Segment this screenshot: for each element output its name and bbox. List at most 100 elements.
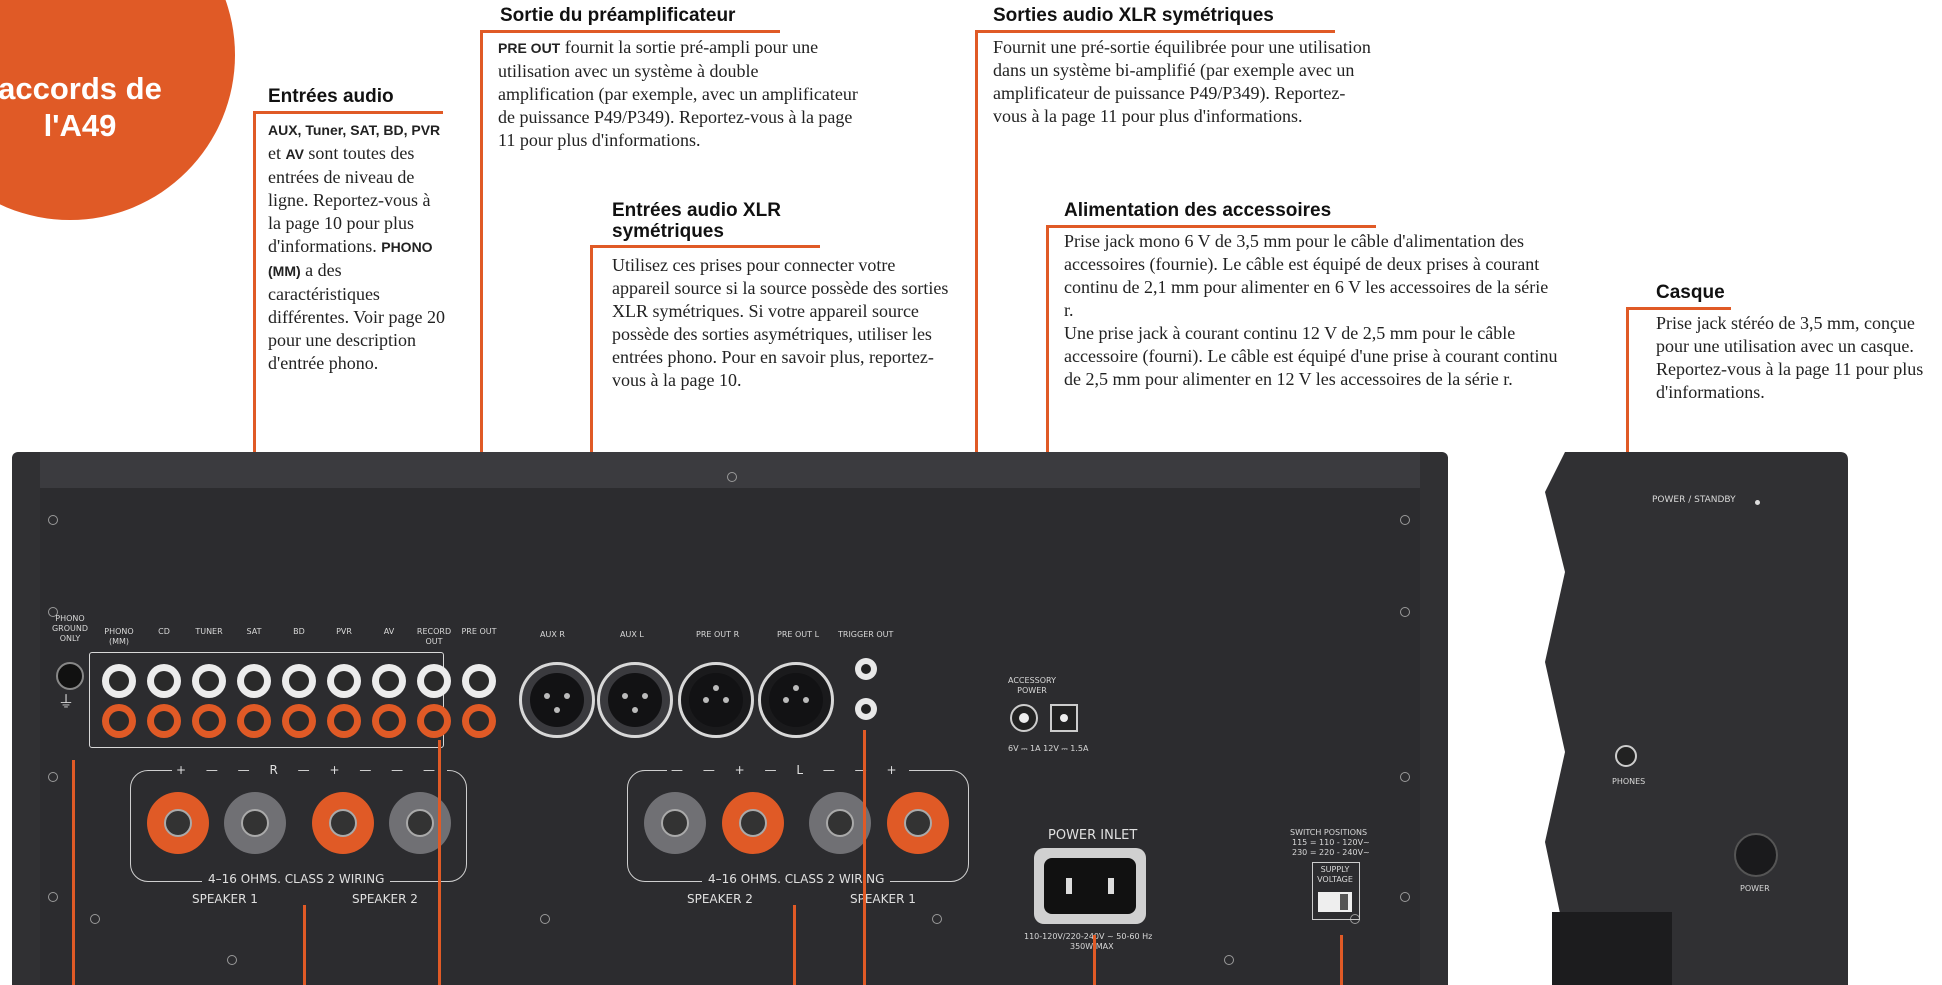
speaker-post-red[interactable] <box>147 792 209 854</box>
power-spec-2: 350W MAX <box>1070 942 1114 951</box>
supply-voltage-box <box>1312 862 1360 920</box>
speaker-post-grey[interactable] <box>224 792 286 854</box>
xlr-pre-out-l[interactable] <box>758 662 834 738</box>
xlr-in-heading-2: symétriques <box>612 221 724 242</box>
rca-group-box <box>89 652 444 748</box>
rca-jack-white[interactable] <box>327 664 361 698</box>
rca-input-label: PHONO (MM) <box>104 627 134 646</box>
xlr-aux-r[interactable] <box>519 662 595 738</box>
rca-jack-red[interactable] <box>192 704 226 738</box>
leader-entrees-audio <box>253 111 256 581</box>
speaker-right-wiring: 4–16 OHMS. CLASS 2 WIRING <box>202 872 391 886</box>
rca-jack-white[interactable] <box>102 664 136 698</box>
speaker-post-grey[interactable] <box>809 792 871 854</box>
speaker-post-red[interactable] <box>722 792 784 854</box>
preampli-text: fournit la sortie pré-ampli pour une uti… <box>498 37 858 150</box>
screw-icon <box>48 607 58 617</box>
power-inlet-socket[interactable] <box>1034 848 1146 924</box>
accessory-jack-12v[interactable] <box>1050 704 1078 732</box>
leader-xlr-out <box>975 30 978 513</box>
leader-supply <box>1340 935 1343 985</box>
rca-jack-red[interactable] <box>102 704 136 738</box>
heading-casque: Casque <box>1656 282 1725 303</box>
screw-icon <box>48 772 58 782</box>
preampli-description: PRE OUT fournit la sortie pré-ampli pour… <box>498 36 858 152</box>
trigger-out-jack-2[interactable] <box>855 698 877 720</box>
screw-icon <box>727 472 737 482</box>
xlr-in-description: Utilisez ces prises pour connecter votre… <box>612 255 949 390</box>
rca-jack-white[interactable] <box>462 664 496 698</box>
heading-underline <box>1046 225 1376 228</box>
rca-input-label: TUNER <box>195 627 223 636</box>
power-label: POWER <box>1740 884 1770 893</box>
rca-jack-white[interactable] <box>282 664 316 698</box>
rca-jack-red[interactable] <box>282 704 316 738</box>
speaker-right-marks: + — — R — + — — — <box>172 763 447 777</box>
speaker-post-grey[interactable] <box>389 792 451 854</box>
speaker-post-grey[interactable] <box>644 792 706 854</box>
leader-preampli <box>480 30 483 630</box>
rca-jack-red[interactable] <box>147 704 181 738</box>
heading-underline <box>1626 307 1731 310</box>
alimentation-text-2: Une prise jack à courant continu 12 V de… <box>1064 323 1558 389</box>
inputs-bold: AUX, Tuner, SAT, BD, PVR <box>268 122 441 138</box>
rca-jack-red[interactable] <box>417 704 451 738</box>
heading-xlr-out: Sorties audio XLR symétriques <box>993 5 1274 26</box>
trigger-out-label: TRIGGER OUT <box>838 630 894 639</box>
speaker-left-speaker-a: SPEAKER 2 <box>687 892 753 906</box>
rca-jack-white[interactable] <box>417 664 451 698</box>
leader-phono-ground <box>72 760 75 985</box>
supply-voltage-label: SUPPLY VOLTAGE <box>1317 865 1353 884</box>
speaker-left-marks: — — + — L — — + <box>667 763 909 777</box>
screw-icon <box>1400 772 1410 782</box>
speaker-post-red[interactable] <box>312 792 374 854</box>
rca-jack-red[interactable] <box>237 704 271 738</box>
screw-icon <box>90 914 100 924</box>
leader-entrees-h <box>253 111 269 114</box>
rca-input-label: BD <box>293 627 305 636</box>
rca-jack-white[interactable] <box>192 664 226 698</box>
rca-input-label: PRE OUT <box>461 627 497 636</box>
panel-inner <box>40 488 1420 985</box>
heading-alimentation: Alimentation des accessoires <box>1064 200 1332 221</box>
power-inlet-label: POWER INLET <box>1048 828 1138 843</box>
phono-ground-label: PHONO GROUND ONLY <box>51 614 89 643</box>
switch-positions-label: SWITCH POSITIONS <box>1290 828 1368 837</box>
rca-input-label: SAT <box>246 627 262 636</box>
leader-xlr-in <box>590 245 593 581</box>
speaker-post-red[interactable] <box>887 792 949 854</box>
rca-jack-white[interactable] <box>372 664 406 698</box>
title-badge: accords de l'A49 <box>0 0 235 220</box>
trigger-out-jack[interactable] <box>855 658 877 680</box>
screw-icon <box>48 515 58 525</box>
rca-jack-red[interactable] <box>462 704 496 738</box>
rca-input-label: RECORD OUT <box>416 627 452 646</box>
speaker-right-speaker-b: SPEAKER 2 <box>352 892 418 906</box>
xlr-aux-l[interactable] <box>597 662 673 738</box>
leader-speaker-left <box>793 905 796 985</box>
switch-115-label: 115 = 110 - 120V~ <box>1292 838 1370 847</box>
rca-jack-red[interactable] <box>372 704 406 738</box>
rca-jack-white[interactable] <box>147 664 181 698</box>
text-line-level: sont toutes des entrées de niveau de lig… <box>268 143 431 256</box>
power-button[interactable] <box>1734 833 1778 877</box>
leader-alimentation <box>1046 225 1049 665</box>
av-bold: AV <box>285 146 304 162</box>
side-panel <box>1545 452 1848 985</box>
rca-jack-red[interactable] <box>327 704 361 738</box>
phones-jack[interactable] <box>1615 745 1637 767</box>
ground-icon: ⏚ <box>58 692 75 711</box>
screw-icon <box>1400 515 1410 525</box>
xlr-pre-out-r[interactable] <box>678 662 754 738</box>
ground-terminal[interactable] <box>56 662 84 690</box>
xlr-out-description: Fournit une pré-sortie équilibrée pour u… <box>993 37 1371 126</box>
screw-icon <box>932 914 942 924</box>
casque-description: Prise jack stéréo de 3,5 mm, conçue pour… <box>1656 313 1924 402</box>
screw-icon <box>540 914 550 924</box>
speaker-right-speaker-a: SPEAKER 1 <box>192 892 258 906</box>
heading-entrees-audio: Entrées audio <box>268 86 394 107</box>
rca-jack-white[interactable] <box>237 664 271 698</box>
accessory-jack-6v[interactable] <box>1010 704 1038 732</box>
supply-voltage-switch[interactable] <box>1318 892 1352 912</box>
